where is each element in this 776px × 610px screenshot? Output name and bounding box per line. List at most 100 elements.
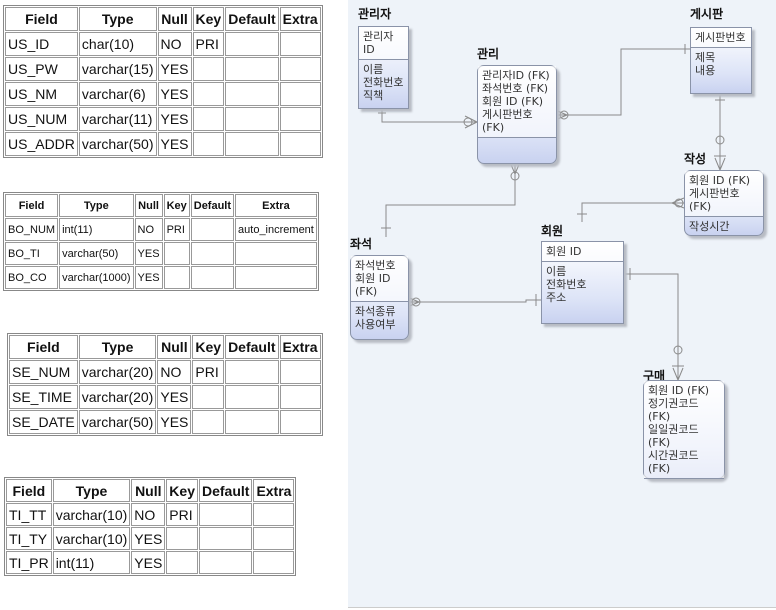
- column-header: Null: [157, 335, 192, 359]
- key-field: 좌석번호: [355, 259, 396, 272]
- column-header: Type: [59, 194, 134, 217]
- column-header: Type: [52, 479, 131, 502]
- cell-field: TI_PR: [6, 551, 52, 574]
- rel-write-member: [581, 202, 684, 222]
- key-field: 회원 ID (FK): [482, 95, 544, 108]
- cell-null: YES: [157, 82, 192, 106]
- attribute-field: 전화번호: [546, 278, 587, 291]
- cell-field: BO_TI: [5, 242, 59, 265]
- attribute-field: 내용: [695, 64, 716, 77]
- column-header: Extra: [253, 479, 295, 502]
- cell-field: TI_TY: [6, 527, 52, 550]
- entity-write[interactable]: 회원 ID (FK)게시판번호 (FK)작성시간: [684, 170, 764, 236]
- cell-default: [225, 107, 279, 131]
- cell-extra: auto_increment: [235, 218, 317, 241]
- entity-keys: 관리자ID: [359, 27, 408, 60]
- cell-extra: [279, 57, 321, 81]
- column-header: Key: [192, 335, 225, 359]
- cell-null: YES: [157, 57, 192, 81]
- entity-title-purchase: 구매: [643, 369, 666, 383]
- key-field: 시간권코드 (FK): [648, 449, 699, 475]
- relationship-lines: [378, 44, 726, 381]
- cell-default: [225, 132, 279, 156]
- cell-key: PRI: [192, 32, 225, 56]
- cell-type: varchar(10): [52, 503, 131, 526]
- column-header: Field: [9, 335, 78, 359]
- attribute-field: 이름: [363, 63, 384, 76]
- key-field: 게시판번호: [695, 31, 746, 44]
- cell-default: [198, 527, 253, 550]
- cell-key: [192, 132, 225, 156]
- cell-extra: [279, 385, 321, 409]
- cell-field: SE_NUM: [9, 360, 78, 384]
- cell-type: varchar(15): [78, 57, 157, 81]
- column-header: Default: [225, 7, 279, 31]
- cell-default: [198, 503, 253, 526]
- cell-type: varchar(50): [78, 410, 157, 434]
- cell-extra: [235, 242, 317, 265]
- column-header: Key: [192, 7, 225, 31]
- entity-attributes: [478, 138, 556, 144]
- entity-keys: 회원 ID: [542, 242, 623, 262]
- entity-title-member: 회원: [541, 224, 564, 238]
- cell-extra: [253, 503, 295, 526]
- key-field: 회원 ID: [546, 245, 582, 258]
- rel-admin-manage: [381, 107, 477, 123]
- cell-default: [190, 218, 235, 241]
- entity-title-admin: 관리자: [358, 7, 392, 21]
- cell-extra: [235, 266, 317, 289]
- column-header: Null: [131, 479, 166, 502]
- attribute-field: 사용여부: [355, 318, 396, 331]
- cell-extra: [279, 410, 321, 434]
- entity-manage[interactable]: 관리자ID (FK)좌석번호 (FK)회원 ID (FK)게시판번호 (FK): [477, 65, 557, 164]
- column-header: Null: [134, 194, 163, 217]
- cell-default: [225, 32, 279, 56]
- cell-key: PRI: [163, 218, 190, 241]
- cell-null: YES: [131, 527, 166, 550]
- cell-default: [190, 266, 235, 289]
- cell-field: SE_DATE: [9, 410, 78, 434]
- entity-purchase[interactable]: 회원 ID (FK)정기권코드 (FK)일일권코드 (FK)시간권코드 (FK): [643, 380, 725, 479]
- cell-extra: [253, 527, 295, 550]
- cell-type: varchar(11): [78, 107, 157, 131]
- attribute-field: 전화번호: [363, 76, 404, 89]
- entity-title-board: 게시판: [690, 7, 724, 21]
- column-header: Default: [225, 335, 279, 359]
- cell-null: YES: [131, 551, 166, 574]
- column-header: Field: [6, 479, 52, 502]
- cell-null: YES: [134, 266, 163, 289]
- entity-keys: 게시판번호: [691, 28, 751, 48]
- rel-member-purchase: [622, 273, 679, 380]
- entity-attributes: 작성시간: [685, 217, 763, 236]
- column-header: Extra: [279, 335, 321, 359]
- cell-key: [166, 527, 198, 550]
- attribute-field: 이름: [546, 265, 567, 278]
- attribute-field: 제목: [695, 51, 716, 64]
- column-header: Field: [5, 194, 59, 217]
- cell-default: [225, 82, 279, 106]
- cell-type: int(11): [59, 218, 134, 241]
- attribute-field: 직책: [363, 89, 384, 102]
- column-header: Default: [190, 194, 235, 217]
- cell-extra: [279, 107, 321, 131]
- cell-field: US_ADDR: [5, 132, 78, 156]
- key-field: 관리자ID (FK): [482, 69, 550, 82]
